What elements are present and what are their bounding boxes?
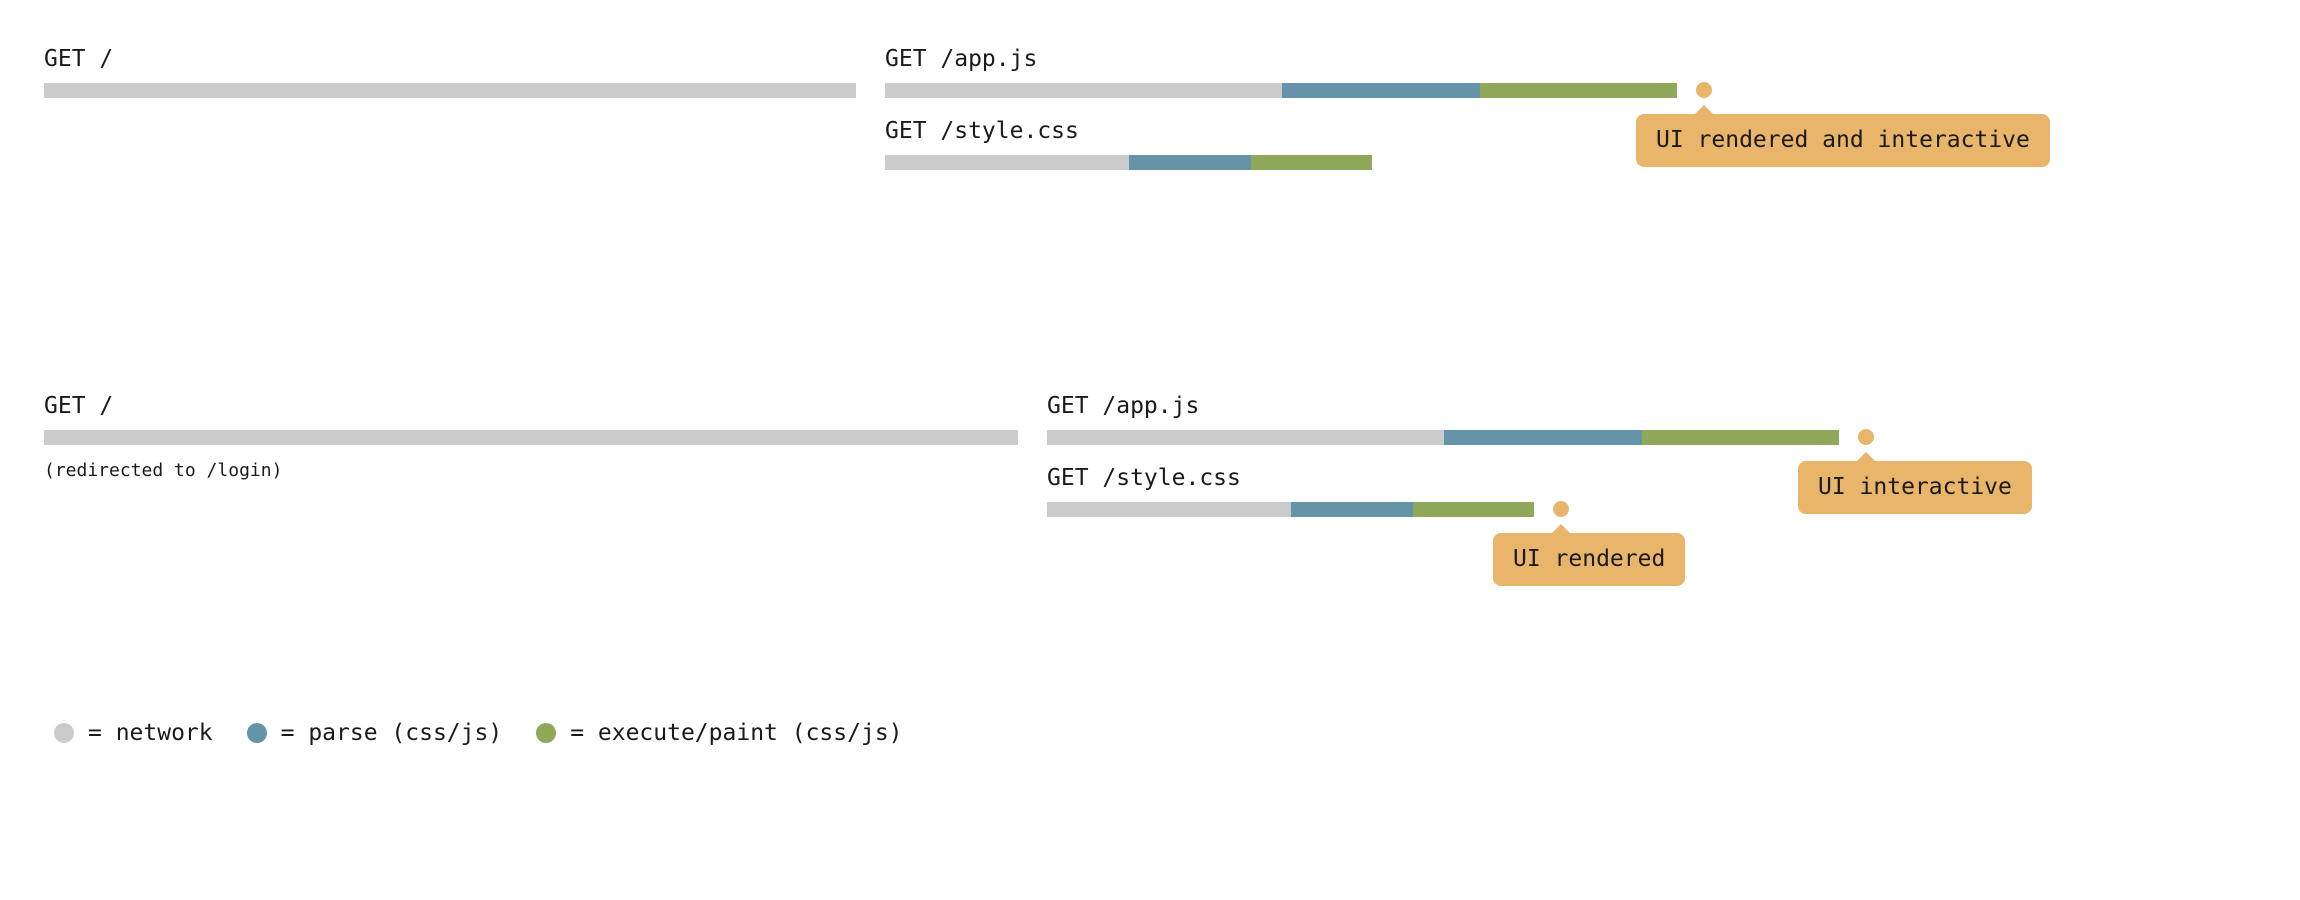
milestone-callout: UI rendered and interactive [1636,105,2050,167]
milestone-dot [1858,429,1874,445]
network-segment [44,430,1018,445]
legend-item-execute: = execute/paint (css/js) [536,720,903,746]
parse-segment [1129,155,1251,170]
request-label: GET /app.js [1047,393,1200,419]
legend-label: = network [88,720,213,746]
legend-swatch-parse [246,723,267,743]
network-segment [1047,502,1291,517]
milestone-callout: UI interactive [1798,452,2032,514]
legend-label: = execute/paint (css/js) [570,720,903,746]
parse-segment [1444,430,1642,445]
execute-segment [1251,155,1372,170]
redirect-note: (redirected to /login) [44,460,283,481]
request-label: GET /style.css [1047,465,1241,491]
network-segment [44,83,856,98]
milestone-dot [1553,501,1569,517]
parse-segment [1282,83,1480,98]
milestone-dot [1696,82,1712,98]
network-segment [885,155,1129,170]
network-segment [1047,430,1444,445]
legend-item-network: = network [54,720,213,746]
network-segment [885,83,1282,98]
legend: = network = parse (css/js) = execute/paint… [54,720,937,746]
execute-segment [1413,502,1534,517]
legend-item-parse: = parse (css/js) [246,720,503,746]
milestone-callout: UI rendered [1493,524,1686,586]
legend-label: = parse (css/js) [280,720,503,746]
request-label: GET /app.js [885,46,1038,72]
parse-segment [1291,502,1413,517]
execute-segment [1642,430,1839,445]
execute-segment [1480,83,1677,98]
request-label: GET /style.css [885,118,1079,144]
legend-swatch-execute [536,723,557,743]
request-label: GET / [44,46,114,72]
legend-swatch-network [54,723,74,743]
request-label: GET / [44,393,114,419]
